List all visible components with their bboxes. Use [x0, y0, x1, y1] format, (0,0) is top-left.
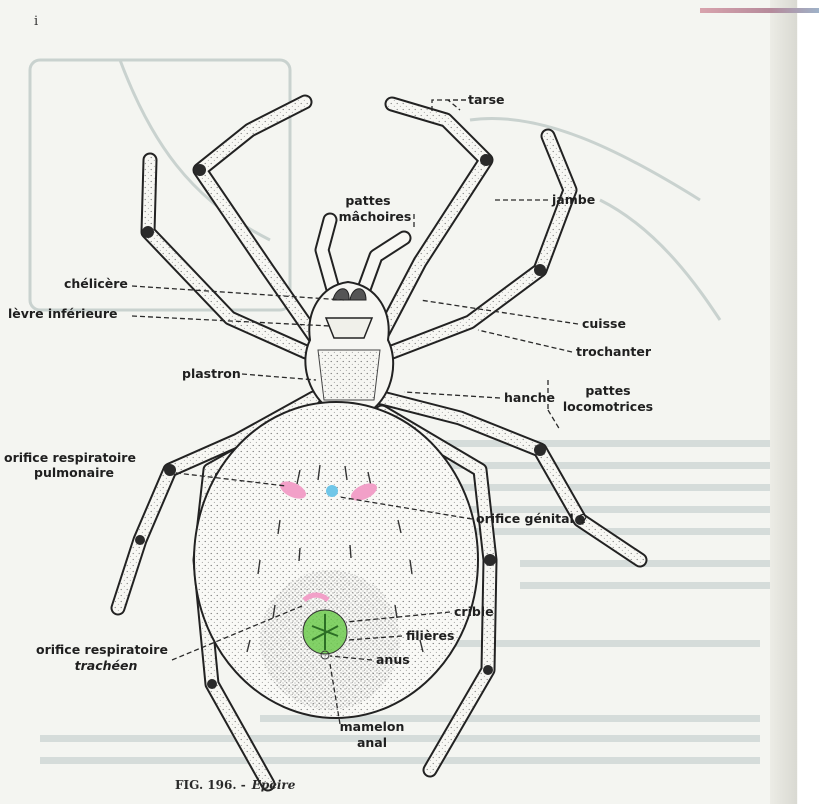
label-tarse: tarse — [468, 93, 505, 107]
genital-orifice-mark — [326, 485, 338, 497]
label-pattes-locomotrices-line2: locomotrices — [560, 400, 656, 414]
label-jambe: jambe — [552, 193, 595, 207]
label-plastron: plastron — [182, 367, 241, 381]
label-orifice-pulmonaire-line2: pulmonaire — [34, 466, 114, 480]
label-orifice-tracheen-line2: trachéen — [60, 659, 152, 673]
label-filieres: filières — [406, 629, 454, 643]
label-crible: crible — [454, 605, 494, 619]
label-orifice-tracheen-line1: orifice respiratoire — [36, 643, 168, 657]
figure-number: FIG. 196. - — [175, 778, 246, 792]
label-chelicere: chélicère — [64, 277, 128, 291]
figure-caption: FIG. 196. - Épeire — [175, 778, 295, 792]
label-pattes-locomotrices-line1: pattes — [570, 384, 646, 398]
label-pattes-machoires-line1: pattes — [342, 194, 394, 208]
label-levre-inferieure: lèvre inférieure — [8, 307, 117, 321]
label-trochanter: trochanter — [576, 345, 651, 359]
abdomen — [194, 402, 478, 718]
label-mamelon-anal-line1: mamelon — [338, 720, 406, 734]
label-hanche: hanche — [504, 391, 555, 405]
label-anus: anus — [376, 653, 410, 667]
cephalothorax — [305, 282, 393, 410]
label-cuisse: cuisse — [582, 317, 626, 331]
label-orifice-genital: orifice génital ♀ — [476, 512, 587, 526]
label-orifice-pulmonaire-line1: orifice respiratoire — [4, 451, 136, 465]
label-mamelon-anal-line2: anal — [338, 736, 406, 750]
label-pattes-machoires-line2: mâchoires — [336, 210, 414, 224]
figure-title: Épeire — [252, 778, 296, 792]
